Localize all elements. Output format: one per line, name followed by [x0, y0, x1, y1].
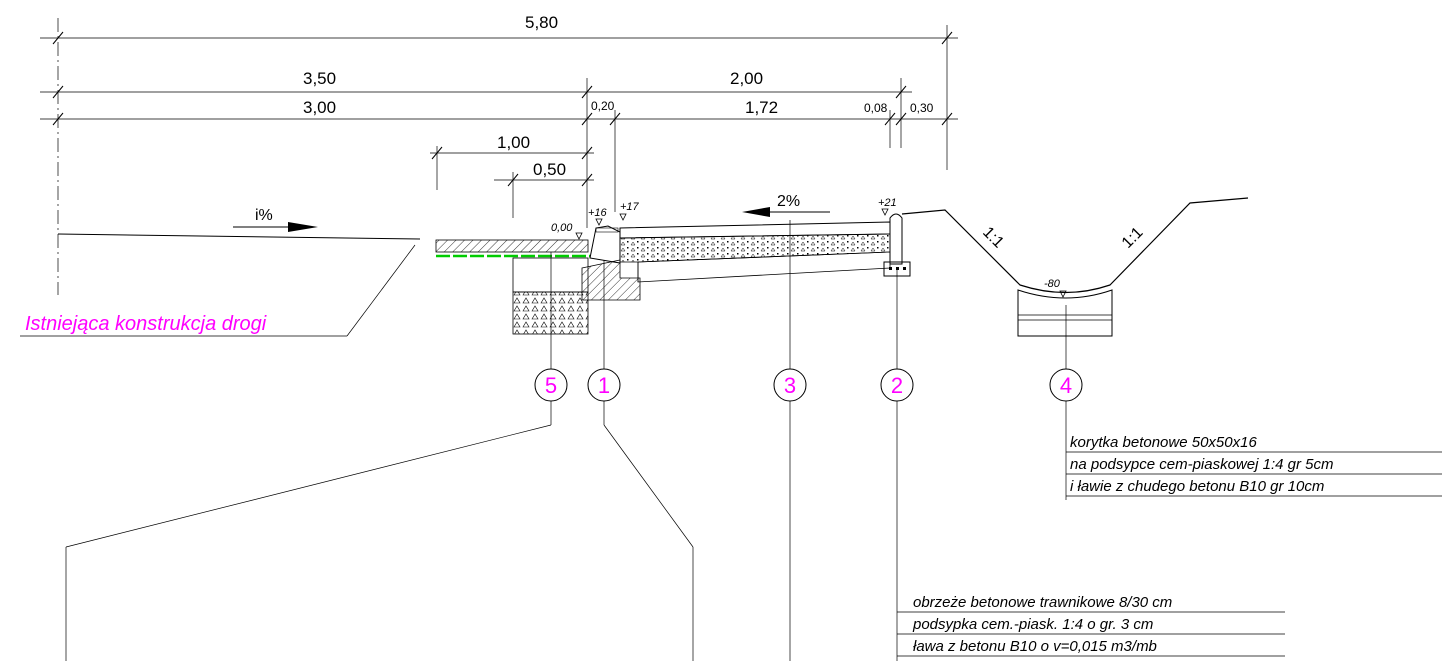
marker-circles: 5 1 3 2 4: [534, 368, 1083, 402]
dimension-lines: [40, 25, 958, 228]
ditch: 1:1 1:1: [901, 197, 1249, 337]
dim-172: 1,72: [745, 98, 778, 117]
road-slope: i%: [255, 207, 273, 224]
dim-100: 1,00: [497, 133, 530, 152]
dim-050: 0,50: [533, 160, 566, 179]
marker-1-circle: [587, 368, 621, 402]
elev-plus21: +21: [878, 197, 897, 209]
edging-note-line-1: obrzeże betonowe trawnikowe 8/30 cm: [913, 594, 1172, 611]
sidewalk: 2%: [619, 193, 891, 283]
existing-road-label: Istniejąca konstrukcja drogi: [25, 313, 267, 335]
marker-5-label: 5: [545, 373, 557, 398]
sidewalk-slope: 2%: [777, 193, 800, 210]
edging-note-line-3: ława z betonu B10 o v=0,015 m3/mb: [913, 638, 1157, 655]
road-profile: i%: [57, 207, 421, 240]
elevation-markers: 0,00 +16 +17 +21 -80: [551, 197, 1067, 298]
marker-1-label: 1: [598, 373, 610, 398]
marker-3-label: 3: [784, 373, 796, 398]
elev-minus80: -80: [1044, 278, 1061, 290]
dim-left-upper: 3,50: [303, 69, 336, 88]
dim-right-upper: 2,00: [730, 69, 763, 88]
marker-5-circle: [534, 368, 568, 402]
existing-road-callout: Istniejąca konstrukcja drogi: [20, 244, 416, 337]
curb: [581, 225, 641, 301]
gutter-note-line-3: i ławie z chudego betonu B10 gr 10cm: [1070, 478, 1324, 495]
dim-left-lower: 3,00: [303, 98, 336, 117]
gutter-note-line-1: korytka betonowe 50x50x16: [1070, 434, 1257, 451]
gutter-note-line-2: na podsypce cem-piaskowej 1:4 gr 5cm: [1070, 456, 1333, 473]
dimension-labels: 5,80 3,50 2,00 3,00 0,20 1,72 0,08 0,30 …: [303, 13, 934, 179]
dim-020: 0,20: [591, 99, 615, 113]
edging: [883, 213, 911, 277]
edging-note-line-2: podsypka cem.-piask. 1:4 o gr. 3 cm: [912, 616, 1153, 633]
leader-lines: [65, 220, 1067, 661]
ditch-slope-left: 1:1: [979, 224, 1007, 252]
ditch-slope-right: 1:1: [1119, 224, 1147, 252]
gutter-note: korytka betonowe 50x50x16 na podsypce ce…: [1066, 434, 1442, 497]
marker-3-circle: [773, 368, 807, 402]
elev-plus16: +16: [588, 207, 608, 219]
dim-030: 0,30: [910, 101, 934, 115]
existing-road-hatch: [435, 239, 589, 253]
edging-note: obrzeże betonowe trawnikowe 8/30 cm pods…: [897, 594, 1285, 657]
marker-2-circle: [880, 368, 914, 402]
marker-4-label: 4: [1060, 373, 1072, 398]
marker-2-label: 2: [891, 373, 903, 398]
dim-total: 5,80: [525, 13, 558, 32]
marker-4-circle: [1049, 368, 1083, 402]
elev-plus17: +17: [620, 201, 640, 213]
dim-008: 0,08: [864, 101, 888, 115]
elev-zero: 0,00: [551, 222, 573, 234]
